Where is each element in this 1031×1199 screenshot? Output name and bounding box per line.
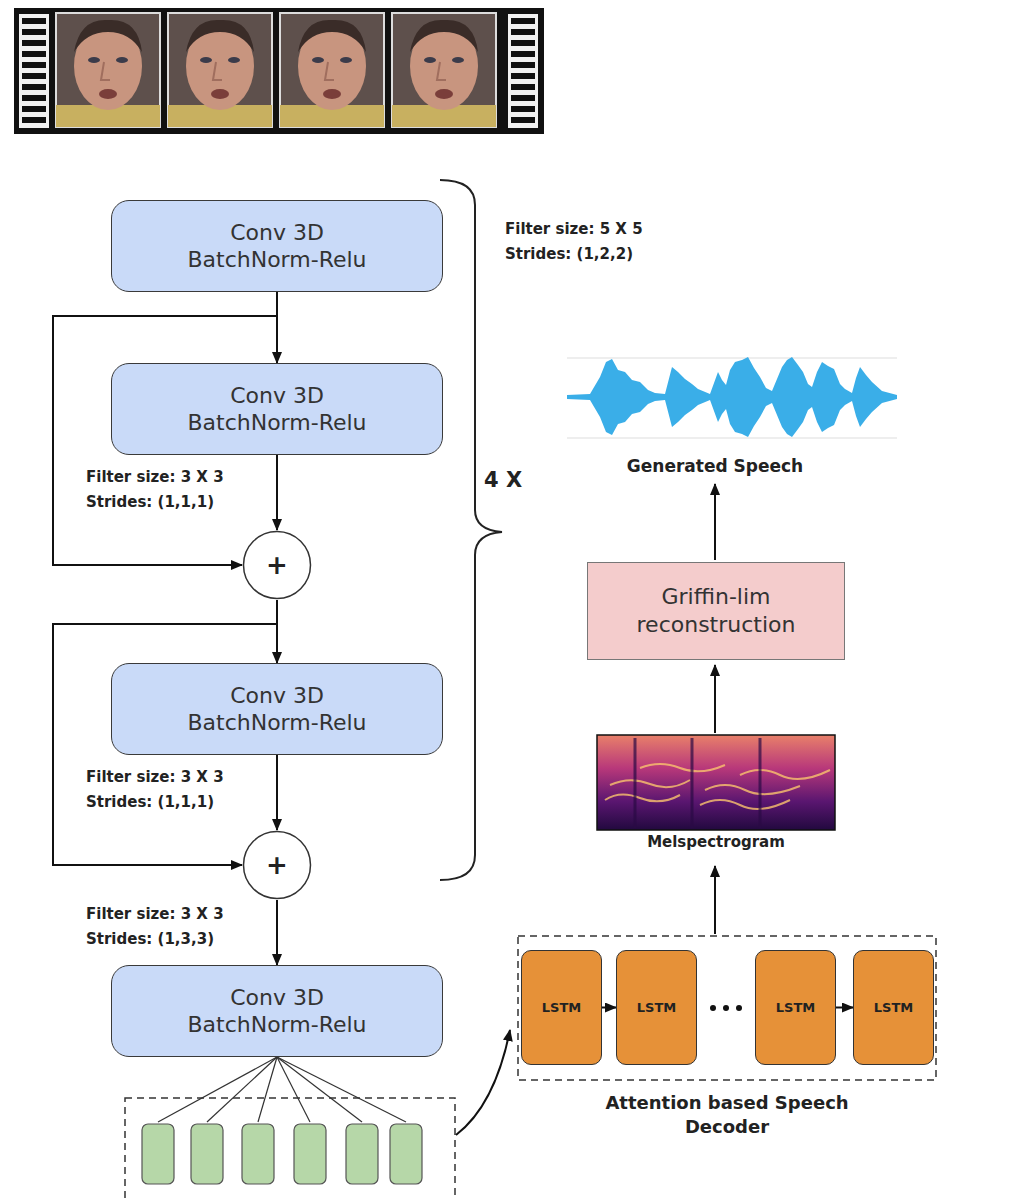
flow-arrow: [714, 665, 716, 733]
lstm-cell: LSTM: [521, 950, 602, 1065]
conv-block: Conv 3D BatchNorm-Relu: [111, 200, 443, 292]
repeat-bracket: [440, 180, 502, 880]
decoder-group: Attention based Speech Decoder LSTM LSTM LS…: [517, 935, 937, 1150]
lstm-cell: LSTM: [755, 950, 836, 1065]
lstm-cell: LSTM: [853, 950, 934, 1065]
node-text: LSTM: [756, 996, 835, 1020]
conv-block: Conv 3D BatchNorm-Relu: [111, 663, 443, 755]
node-text: Conv 3D BatchNorm-Relu: [172, 682, 382, 736]
annotation-label: Strides: (1,2,2): [505, 245, 633, 263]
node-text: Attention based Speech Decoder: [587, 1091, 867, 1139]
sum-node: +: [242, 530, 312, 600]
annotation-label: Strides: (1,3,3): [86, 930, 214, 948]
annotation-label: Strides: (1,1,1): [86, 793, 214, 811]
annotation-label: Filter size: 3 X 3: [86, 768, 224, 786]
node-text: +: [266, 550, 288, 580]
ellipsis-dots: [710, 1005, 742, 1011]
process-box: Griffin-lim reconstruction: [587, 562, 845, 660]
lstm-cell: LSTM: [616, 950, 697, 1065]
conv-block: Conv 3D BatchNorm-Relu: [111, 965, 443, 1057]
node-text: LSTM: [854, 996, 933, 1020]
node-text: Conv 3D BatchNorm-Relu: [172, 984, 382, 1038]
node-text: +: [266, 850, 288, 880]
connector: [276, 755, 278, 830]
connector: [836, 1007, 853, 1009]
annotation-label: Filter size: 3 X 3: [86, 905, 224, 923]
waveform: [567, 357, 897, 438]
node-text: Griffin-lim reconstruction: [611, 583, 821, 639]
conv-block: Conv 3D BatchNorm-Relu: [111, 363, 443, 455]
node-text: Conv 3D BatchNorm-Relu: [172, 382, 382, 436]
flow-arrow: [714, 484, 716, 560]
node-text: Conv 3D BatchNorm-Relu: [172, 219, 382, 273]
annotation-label: Strides: (1,1,1): [86, 493, 214, 511]
video-frames: [14, 8, 544, 134]
annotation-label: Filter size: 3 X 3: [86, 468, 224, 486]
node-text: LSTM: [617, 996, 696, 1020]
connector: [276, 455, 278, 530]
connector: [602, 1007, 616, 1009]
flow-arrow: [714, 866, 716, 934]
node-text: LSTM: [522, 996, 601, 1020]
annotation-label: Melspectrogram: [597, 833, 835, 851]
annotation-label: Generated Speech: [585, 456, 845, 476]
spectrogram: [597, 735, 835, 830]
sum-node: +: [242, 830, 312, 900]
annotation-label: 4 X: [484, 468, 522, 492]
connector: [276, 900, 278, 965]
annotation-label: Filter size: 5 X 5: [505, 220, 643, 238]
